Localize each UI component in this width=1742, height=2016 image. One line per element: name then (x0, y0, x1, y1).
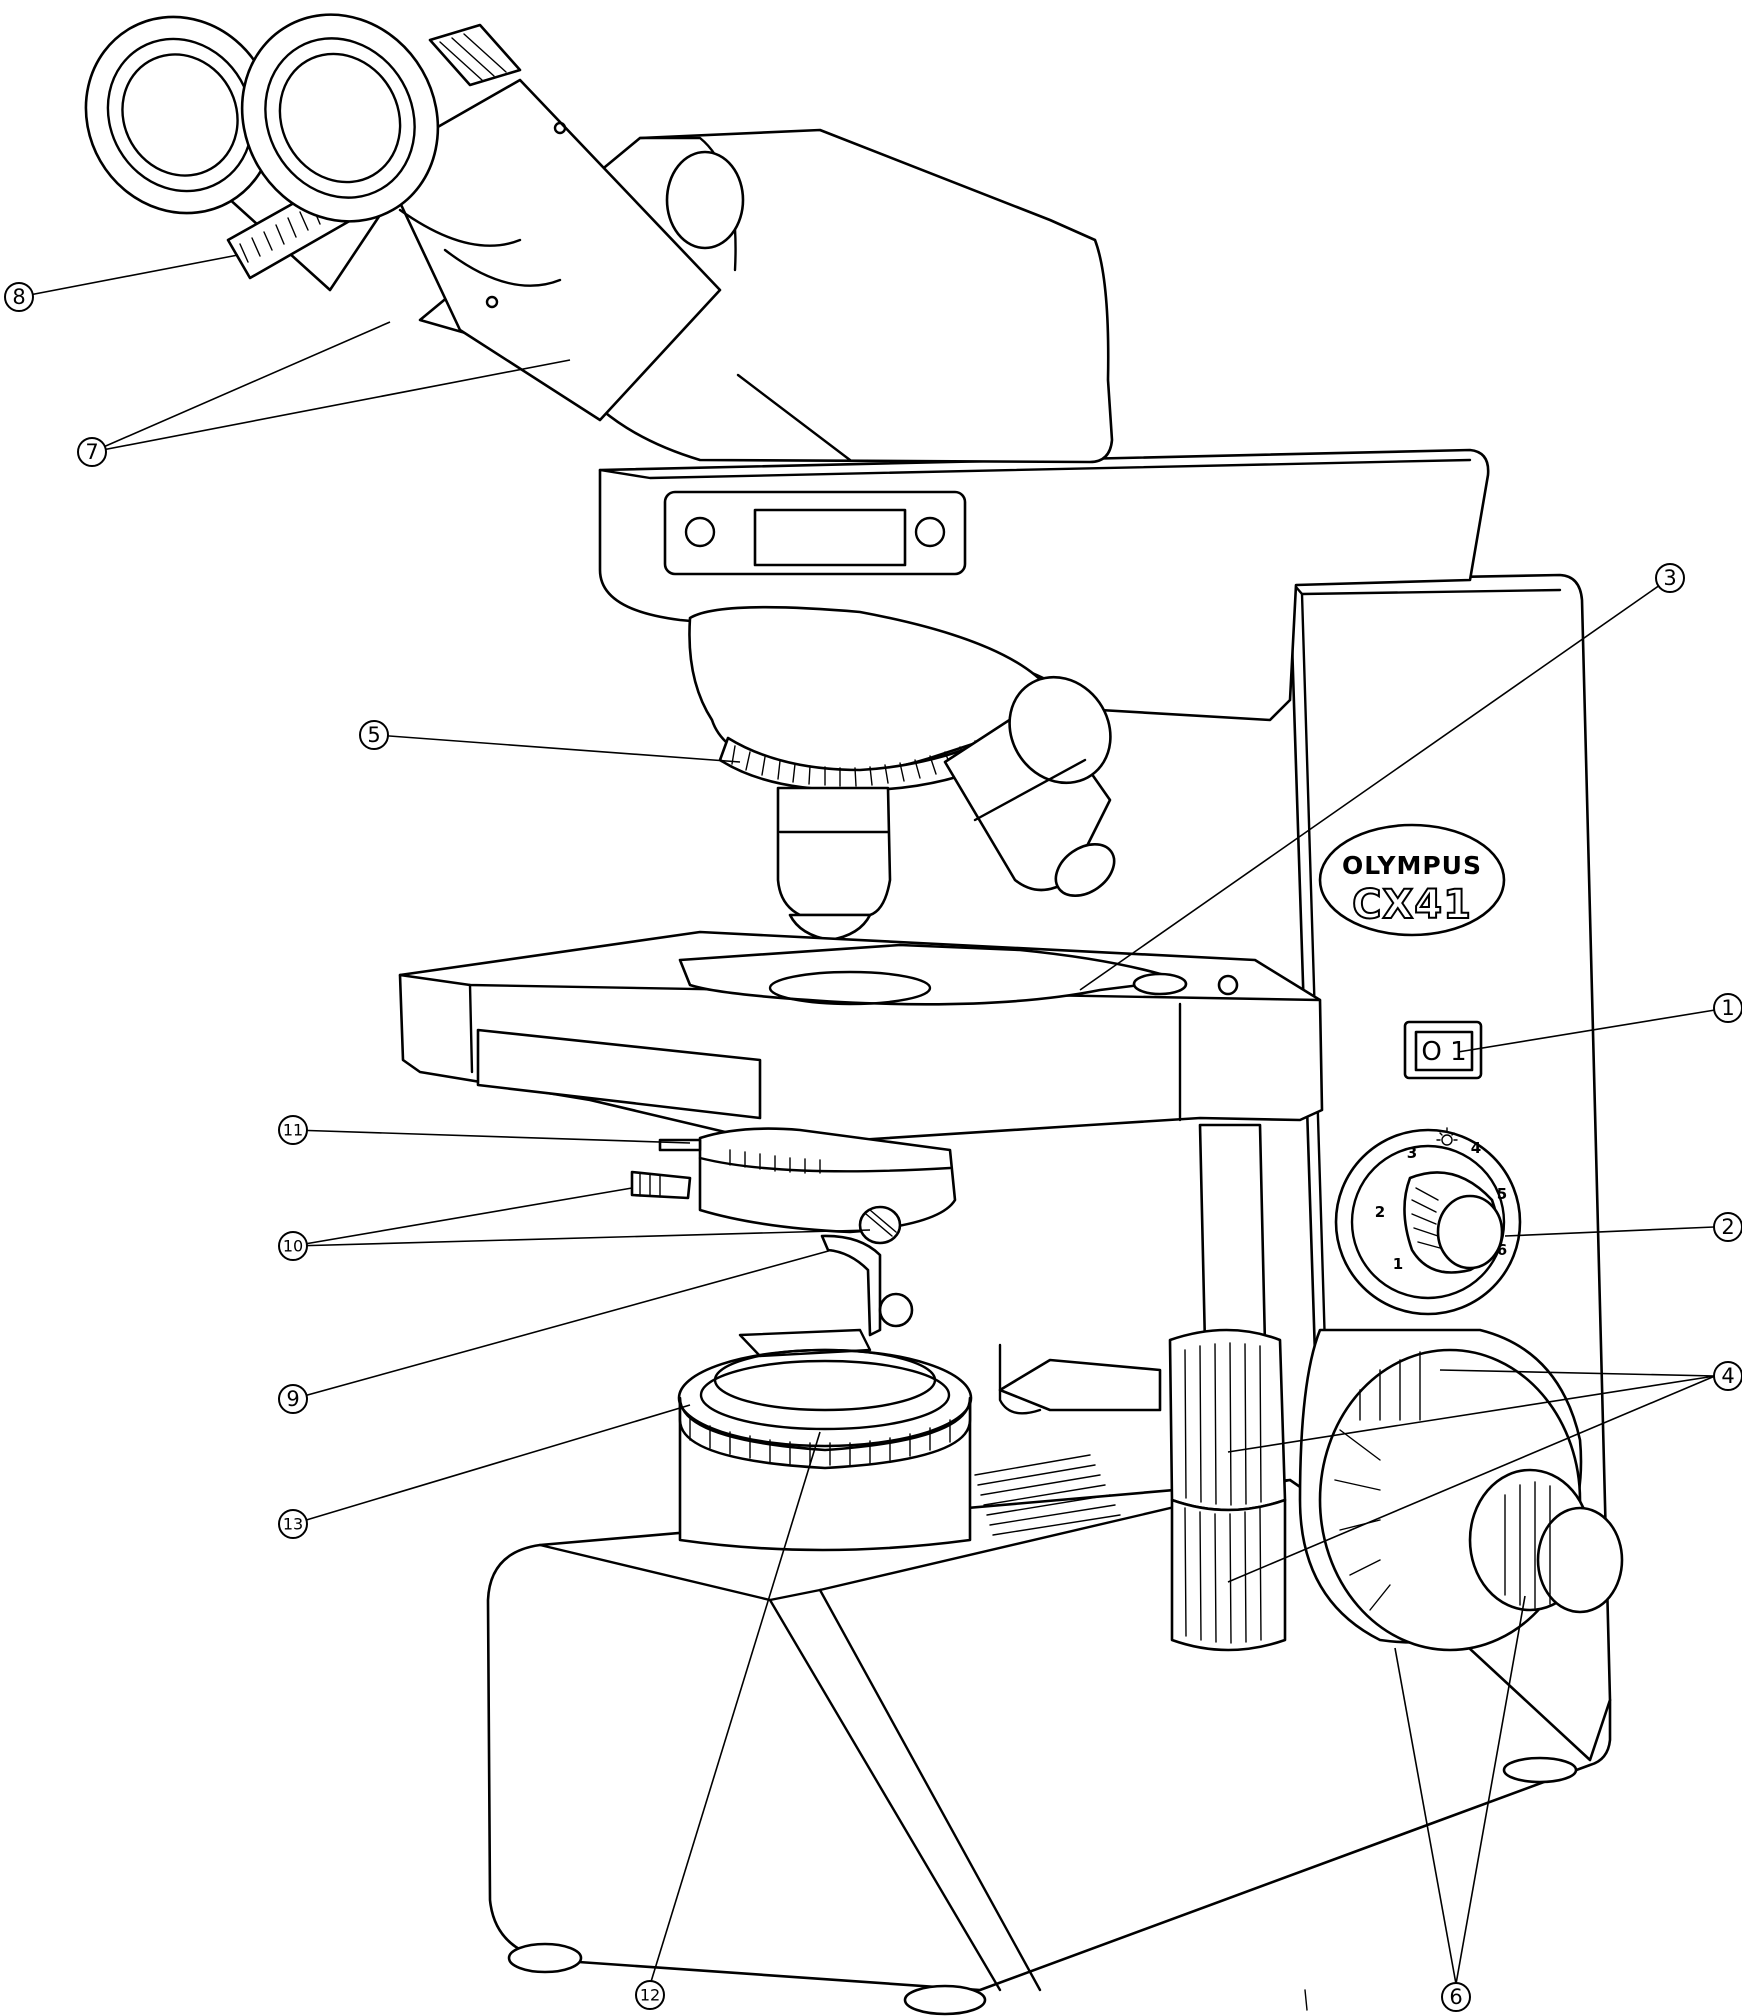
callout-13: 13 (278, 1509, 308, 1539)
svg-text:1: 1 (1721, 996, 1734, 1020)
condenser-centering-knob-right[interactable] (858, 1205, 902, 1245)
svg-text:3: 3 (1663, 566, 1676, 590)
callout-3: 3 (1655, 563, 1685, 593)
svg-text:13: 13 (283, 1515, 303, 1534)
svg-text:8: 8 (12, 285, 25, 309)
revolving-nosepiece[interactable] (688, 605, 1131, 942)
svg-text:12: 12 (640, 1986, 660, 2005)
callout-5: 5 (359, 720, 389, 750)
callout-1: 1 (1713, 993, 1742, 1023)
dial-mark-2: 2 (1375, 1203, 1385, 1221)
dial-mark-6: 6 (1497, 1241, 1507, 1259)
dial-mark-4: 4 (1471, 1139, 1481, 1157)
focus-column (998, 1123, 1287, 1652)
svg-text:9: 9 (286, 1387, 299, 1411)
svg-text:10: 10 (283, 1237, 303, 1256)
svg-text:11: 11 (283, 1121, 303, 1140)
objective-front[interactable] (776, 786, 892, 942)
eyepieces (84, 13, 722, 422)
specimen-holder[interactable] (678, 943, 1239, 1006)
callout-10: 10 (278, 1231, 308, 1261)
condenser-centering-knob-left[interactable] (630, 1170, 692, 1200)
svg-text:5: 5 (367, 723, 380, 747)
right-eyepiece (240, 13, 722, 422)
model-label: CX41 (1352, 882, 1472, 928)
callout-9: 9 (278, 1384, 308, 1414)
lamp-icon (1436, 1127, 1458, 1146)
dial-mark-3: 3 (1407, 1144, 1417, 1162)
svg-text:6: 6 (1449, 1985, 1462, 2009)
brand-badge: OLYMPUS CX41 (1318, 823, 1506, 937)
brand-label: OLYMPUS (1342, 851, 1482, 880)
svg-text:4: 4 (1721, 1364, 1734, 1388)
callout-12: 12 (635, 1980, 665, 2010)
svg-text:2: 2 (1721, 1215, 1734, 1239)
condenser (630, 1127, 957, 1337)
callout-11: 11 (278, 1115, 308, 1145)
light-intensity-dial[interactable]: 1 2 3 4 5 6 (1334, 1127, 1522, 1316)
callouts: 1 2 3 4 5 6 7 8 (4, 282, 1742, 2012)
aperture-iris-lever[interactable] (820, 1234, 914, 1337)
callout-7: 7 (77, 437, 107, 467)
microscope-base (486, 1454, 1612, 2016)
objective-right[interactable] (943, 657, 1131, 906)
dial-mark-1: 1 (1393, 1255, 1403, 1273)
leader-lines (18, 254, 1716, 1986)
dial-mark-5: 5 (1497, 1185, 1507, 1203)
light-source (677, 1328, 973, 1552)
callout-6: 6 (1441, 1982, 1471, 2012)
light-intensity-knob[interactable] (1403, 1171, 1504, 1274)
base-vent (974, 1454, 1121, 1536)
callout-2: 2 (1713, 1212, 1742, 1242)
svg-text:7: 7 (85, 440, 98, 464)
callout-4: 4 (1713, 1361, 1742, 1391)
stage (398, 930, 1324, 1147)
callout-8: 8 (4, 282, 34, 312)
field-iris-ring[interactable] (678, 1396, 972, 1470)
